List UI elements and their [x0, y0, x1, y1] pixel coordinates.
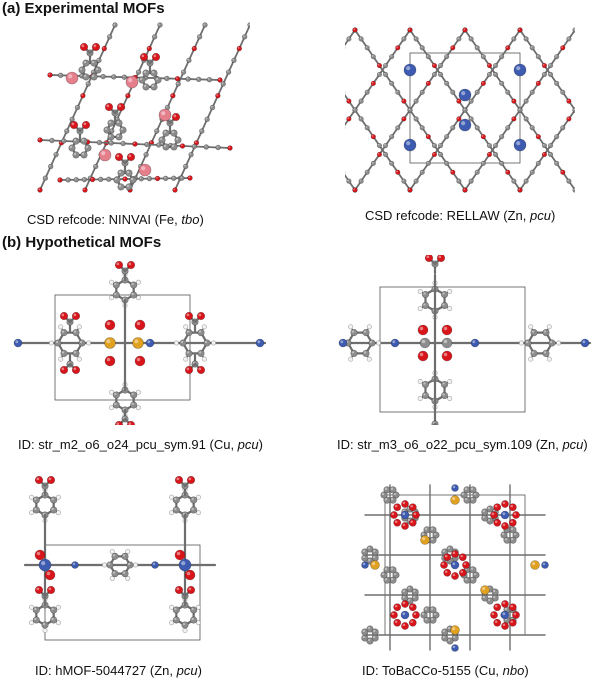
- caption-text: ID: ToBaCCo-5155 (Cu,: [362, 663, 503, 678]
- caption-hmof: ID: hMOF-5044727 (Zn, pcu): [35, 663, 202, 678]
- mof-structure-str-m3: [335, 255, 595, 425]
- caption-text: ID: hMOF-5044727 (Zn,: [35, 663, 177, 678]
- mof-structure-str-m2: [10, 255, 270, 425]
- topology-label: nbo: [502, 663, 525, 678]
- str-m3-structure-image: [338, 255, 592, 425]
- caption-str-m3: ID: str_m3_o6_o22_pcu_sym.109 (Zn, pcu): [337, 437, 588, 452]
- caption-tobacco: ID: ToBaCCo-5155 (Cu, nbo): [362, 663, 529, 678]
- mof-structure-tobacco: [355, 480, 555, 655]
- topology-label: pcu: [529, 208, 551, 223]
- section-b-title: (b) Hypothetical MOFs: [2, 234, 162, 251]
- caption-text: ID: str_m3_o6_o22_pcu_sym.109 (Zn,: [337, 437, 563, 452]
- section-a-title: (a) Experimental MOFs: [2, 0, 165, 17]
- ninvai-structure-image: [37, 22, 250, 193]
- caption-text: CSD refcode: NINVAI (Fe,: [27, 212, 182, 227]
- caption-str-m2: ID: str_m2_o6_o24_pcu_sym.91 (Cu, pcu): [18, 437, 263, 452]
- mof-structure-hmof: [20, 475, 220, 645]
- tobacco-structure-image: [361, 484, 549, 652]
- caption-text: CSD refcode: RELLAW (Zn,: [365, 208, 530, 223]
- topology-label: pcu: [237, 437, 259, 452]
- str-m2-structure-image: [13, 260, 267, 425]
- topology-label: pcu: [176, 663, 198, 678]
- caption-ninvai: CSD refcode: NINVAI (Fe, tbo): [27, 212, 204, 227]
- caption-rellaw: CSD refcode: RELLAW (Zn, pcu): [365, 208, 556, 223]
- rellaw-structure-image: [345, 27, 575, 193]
- hmof-structure-image: [23, 475, 217, 641]
- mof-structure-ninvai: [20, 20, 250, 200]
- caption-text: ID: str_m2_o6_o24_pcu_sym.91 (Cu,: [18, 437, 238, 452]
- topology-label: tbo: [181, 212, 200, 227]
- topology-label: pcu: [562, 437, 584, 452]
- mof-structure-rellaw: [345, 25, 575, 200]
